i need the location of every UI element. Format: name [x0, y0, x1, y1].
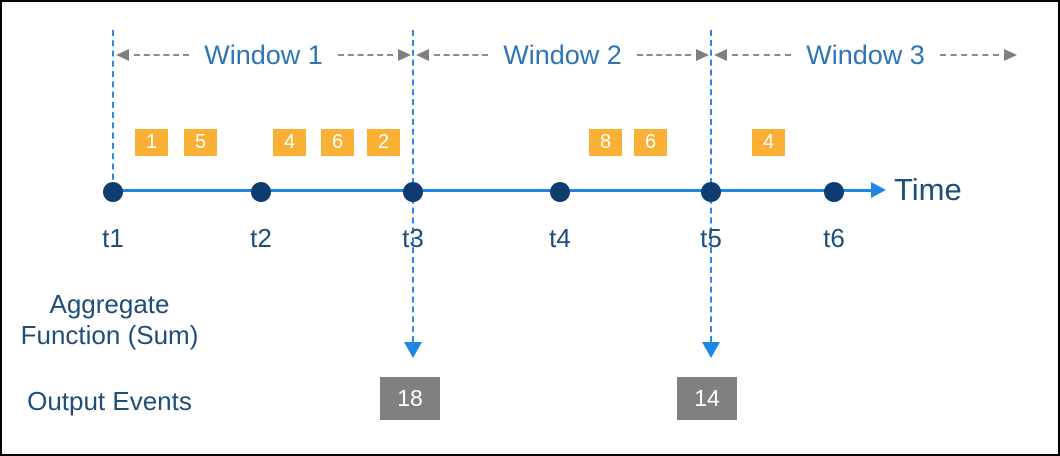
arrow-right-icon: [398, 49, 412, 61]
tick-label-t2: t2: [250, 223, 272, 253]
timeline-dot-t3: [403, 182, 423, 202]
event-box: 8: [589, 129, 622, 156]
arrow-right-icon: [871, 182, 886, 198]
timeline-dot-t6: [824, 182, 844, 202]
arrow-right-icon: [1004, 49, 1018, 61]
arrow-left-icon: [714, 49, 727, 61]
window-1-span: Window 1: [116, 40, 412, 70]
aggregate-function-label-line1: Aggregate: [49, 289, 170, 319]
event-box: 6: [321, 129, 354, 156]
arrow-down-icon: [404, 342, 422, 358]
timeline-dot-t5: [701, 182, 721, 202]
boundary-line-t1: [112, 30, 114, 190]
output-event-box: 14: [677, 377, 737, 420]
dashed-line: [434, 54, 489, 56]
timeline-dot-t2: [251, 182, 271, 202]
timeline-dot-t1: [103, 182, 123, 202]
event-box: 1: [135, 129, 168, 156]
event-box: 5: [184, 129, 217, 156]
aggregate-function-label-line2: Function (Sum): [20, 320, 199, 350]
tick-label-t1: t1: [102, 223, 124, 253]
time-axis-label: Time: [894, 172, 962, 207]
arrow-left-icon: [116, 49, 129, 61]
aggregate-function-label: Aggregate Function (Sum): [17, 289, 202, 351]
tick-label-t6: t6: [823, 223, 845, 253]
tick-label-t4: t4: [549, 223, 571, 253]
dashed-line: [337, 54, 394, 56]
event-box: 4: [273, 129, 306, 156]
tick-label-t5: t5: [700, 223, 722, 253]
event-box: 4: [752, 129, 785, 156]
dashed-line: [134, 54, 190, 56]
dashed-line: [636, 54, 692, 56]
window-3-label: Window 3: [806, 40, 925, 70]
arrow-left-icon: [416, 49, 429, 61]
dashed-line: [939, 54, 1000, 56]
event-box: 2: [367, 129, 400, 156]
tick-label-t3: t3: [402, 223, 424, 253]
window-2-span: Window 2: [416, 40, 710, 70]
output-events-label: Output Events: [27, 386, 192, 416]
output-event-box: 18: [380, 377, 440, 420]
dashed-line: [732, 54, 792, 56]
window-2-label: Window 2: [503, 40, 622, 70]
window-3-span: Window 3: [714, 40, 1018, 70]
event-box: 6: [634, 129, 667, 156]
timeline-dot-t4: [550, 182, 570, 202]
arrow-right-icon: [696, 49, 710, 61]
arrow-down-icon: [702, 342, 720, 358]
window-1-label: Window 1: [204, 40, 323, 70]
timeline-axis: [113, 189, 874, 192]
